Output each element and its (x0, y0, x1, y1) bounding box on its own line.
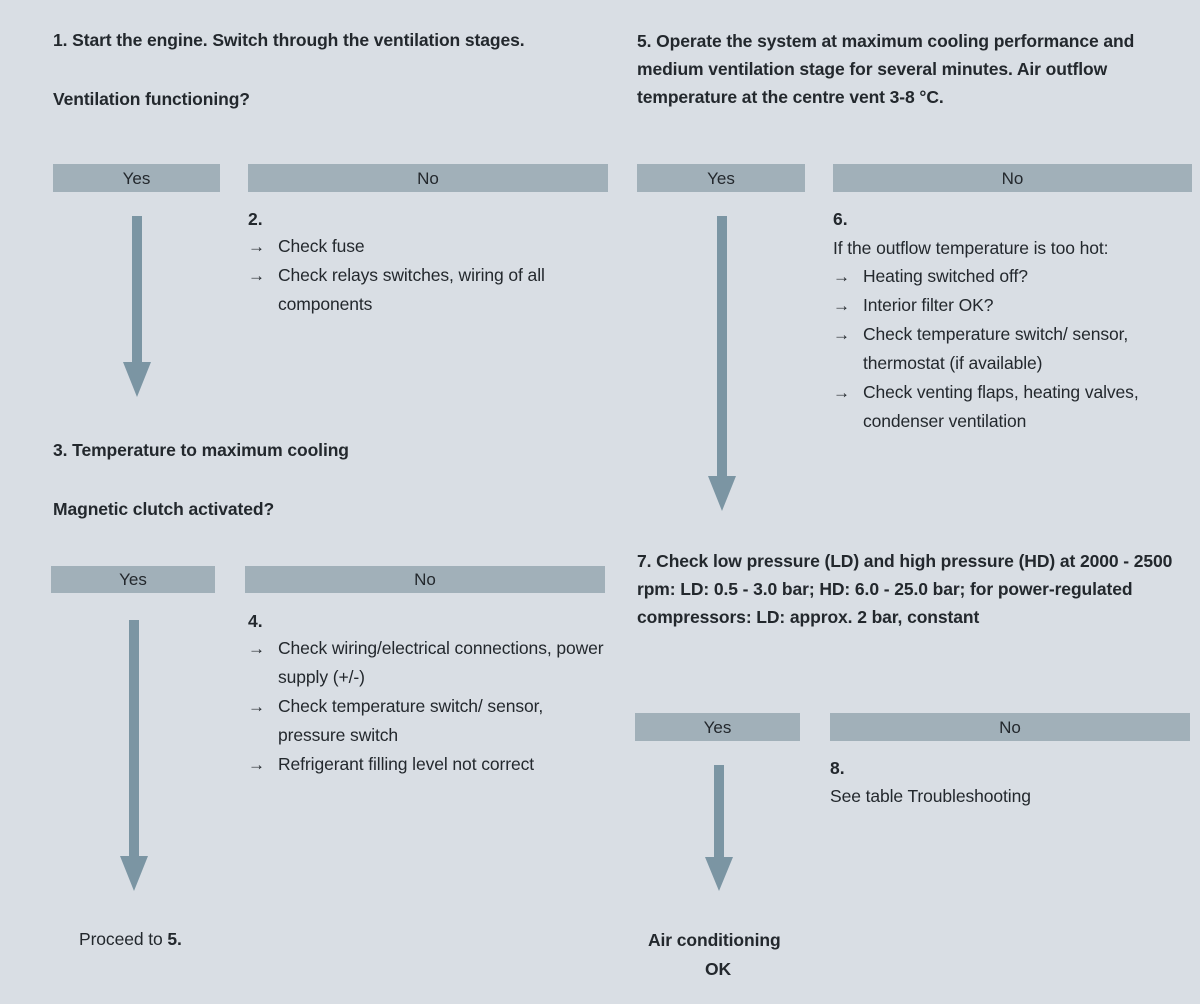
step6-intro: If the outflow temperature is too hot: (833, 238, 1109, 258)
list-item: → Check temperature switch/ sensor, pres… (248, 692, 613, 750)
list-item: → Check wiring/electrical connections, p… (248, 634, 613, 692)
list-item: → Check temperature switch/ sensor, ther… (833, 320, 1193, 378)
step4-number: 4. (248, 611, 263, 631)
list-item-label: Check fuse (278, 236, 365, 256)
list-item: → Check fuse (248, 232, 613, 261)
step7-yes-box[interactable]: Yes (635, 713, 800, 741)
step5-no-box[interactable]: No (833, 164, 1192, 192)
outcome-ac-ok-line2: OK (704, 959, 732, 979)
outcome-proceed-target: 5. (167, 929, 182, 949)
list-item-label: Refrigerant filling level not correct (278, 754, 534, 774)
step3-yes-box[interactable]: Yes (51, 566, 215, 593)
step2-number: 2. (248, 209, 263, 229)
outcome-ac-ok: Air conditioning OK (648, 926, 848, 984)
step8-text: See table Troubleshooting (830, 786, 1031, 806)
list-item: → Heating switched off? (833, 262, 1193, 291)
arrow-step1-yes-to-step3 (120, 216, 154, 398)
outcome-ac-ok-line1: Air conditioning (648, 930, 781, 950)
step4-bullet-list: → Check wiring/electrical connections, p… (248, 634, 613, 779)
arrow-right-icon: → (833, 267, 850, 286)
step6-bullet-list: → Heating switched off? → Interior filte… (833, 262, 1193, 436)
list-item-label: Check temperature switch/ sensor, thermo… (863, 324, 1129, 373)
step6-number: 6. (833, 209, 848, 229)
list-item-label: Heating switched off? (863, 266, 1028, 286)
list-item: → Check venting flaps, heating valves, c… (833, 378, 1193, 436)
list-item: → Interior filter OK? (833, 291, 1193, 320)
list-item-label: Check relays switches, wiring of all com… (278, 265, 545, 314)
list-item-label: Interior filter OK? (863, 295, 994, 315)
step3-no-box[interactable]: No (245, 566, 605, 593)
step1-no-box[interactable]: No (248, 164, 608, 192)
step1-yes-box[interactable]: Yes (53, 164, 220, 192)
arrow-right-icon: → (833, 296, 850, 315)
outcome-proceed-to-5: Proceed to 5. (79, 925, 182, 954)
step5-yes-box[interactable]: Yes (637, 164, 805, 192)
arrow-step5-yes-to-step7 (705, 216, 739, 512)
arrow-right-icon: → (248, 755, 265, 774)
arrow-step3-yes-to-proceed (117, 620, 151, 892)
outcome-proceed-prefix: Proceed to (79, 929, 168, 949)
step8-number: 8. (830, 758, 845, 778)
step3-question: Magnetic clutch activated? (53, 499, 275, 519)
arrow-right-icon: → (833, 325, 850, 344)
arrow-right-icon: → (248, 639, 265, 658)
step1-question: Ventilation functioning? (53, 89, 250, 109)
list-item: → Check relays switches, wiring of all c… (248, 261, 613, 319)
arrow-right-icon: → (833, 383, 850, 402)
arrow-right-icon: → (248, 237, 265, 256)
list-item-label: Check venting flaps, heating valves, con… (863, 382, 1139, 431)
step3-heading: 3. Temperature to maximum cooling (53, 440, 349, 460)
list-item: → Refrigerant filling level not correct (248, 750, 613, 779)
arrow-right-icon: → (248, 697, 265, 716)
step5-heading: 5. Operate the system at maximum cooling… (637, 31, 1135, 107)
step2-bullet-list: → Check fuse → Check relays switches, wi… (248, 232, 613, 319)
step1-heading: 1. Start the engine. Switch through the … (53, 30, 525, 50)
list-item-label: Check wiring/electrical connections, pow… (278, 638, 604, 687)
arrow-step7-yes-to-ok (702, 765, 736, 892)
step7-no-box[interactable]: No (830, 713, 1190, 741)
step7-heading: 7. Check low pressure (LD) and high pres… (637, 551, 1173, 627)
list-item-label: Check temperature switch/ sensor, pressu… (278, 696, 544, 745)
arrow-right-icon: → (248, 266, 265, 285)
